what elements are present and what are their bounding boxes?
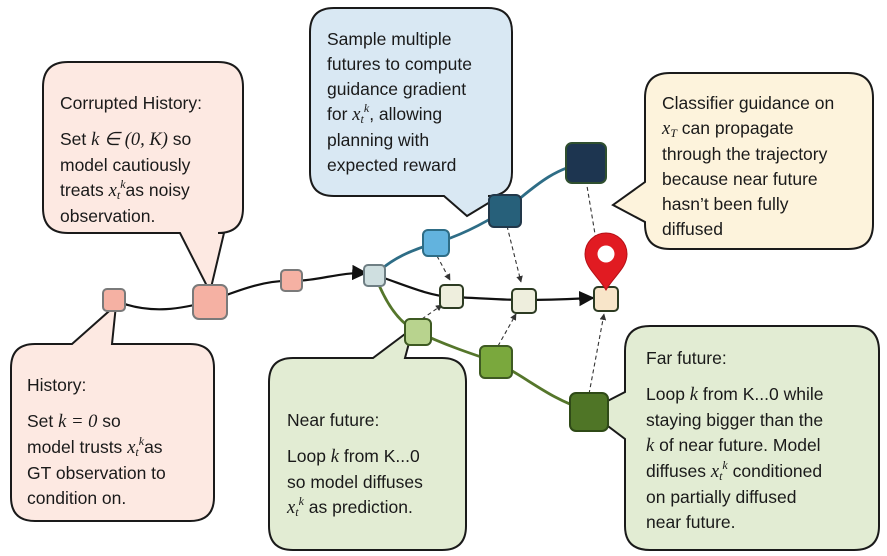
dashed-arrow-green1-to-near [421, 304, 443, 320]
far-future-text: Far future: Loop k from K...0 while stay… [646, 346, 823, 535]
near-future-title: Near future: [287, 410, 380, 430]
green-node-1 [404, 318, 432, 346]
classifier-line-3: through the trajectory [662, 144, 828, 164]
classifier-line-4: because near future [662, 169, 818, 189]
history-text: History: Set k = 0 so model trusts xtkas… [27, 373, 166, 511]
corrupted-history-node-2 [280, 269, 303, 292]
sample-futures-line-6: expected reward [327, 155, 457, 175]
blue-node-far [565, 142, 607, 184]
dashed-arrow-greenfar-to-goal [588, 313, 607, 395]
classifier-guidance-bubble [611, 72, 874, 250]
green-node-2 [479, 345, 513, 379]
corrupted-history-line-4: observation. [60, 206, 156, 226]
green-branch-line [373, 274, 587, 412]
corrupted-history-bubble [42, 61, 244, 295]
blue-node-2 [488, 194, 522, 228]
sample-futures-bubble [309, 7, 513, 218]
near-future-text: Near future: Loop k from K...0 so model … [287, 408, 423, 521]
blue-branch-line [374, 162, 584, 276]
current-node [363, 264, 386, 287]
far-future-line-5: on partially diffused [646, 487, 797, 507]
far-future-line-1: Loop k from K...0 while [646, 384, 824, 405]
far-future-line-6: near future. [646, 512, 736, 532]
classifier-line-6: diffused [662, 219, 723, 239]
history-line-3: GT observation to [27, 463, 166, 483]
history-line-4: condition on. [27, 488, 127, 508]
sample-futures-line-1: Sample multiple [327, 29, 452, 49]
mid-future-node [511, 288, 537, 314]
far-future-title: Far future: [646, 348, 727, 368]
corrupted-history-line-2: model cautiously [60, 155, 191, 175]
sample-futures-line-2: futures to compute [327, 54, 472, 74]
sample-futures-text: Sample multiple futures to compute guida… [327, 27, 472, 178]
blue-node-1 [422, 229, 450, 257]
history-title: History: [27, 375, 87, 395]
history-line-1: Set k = 0 so [27, 411, 121, 432]
corrupted-history-node [192, 284, 228, 320]
dashed-arrow-blue1-to-near [436, 255, 451, 281]
green-node-far [569, 392, 609, 432]
history-node [102, 288, 126, 312]
history-trajectory-line [113, 264, 368, 311]
far-future-bubble [586, 325, 880, 551]
far-future-line-3: k of near future. Model [646, 435, 821, 456]
sample-futures-line-3: guidance gradient [327, 79, 467, 99]
classifier-line-5: hasn’t been fully [662, 194, 789, 214]
map-pin-icon [584, 232, 628, 292]
corrupted-history-line-1: Set k ∈ (0, K) so [60, 129, 192, 150]
classifier-guidance-text: Classifier guidance on xT can propagate … [662, 91, 834, 242]
corrupted-history-title: Corrupted History: [60, 93, 202, 113]
far-future-line-2: staying bigger than the [646, 410, 824, 430]
far-future-line-4: diffuses xtk conditioned [646, 458, 823, 483]
classifier-line-2: xT can propagate [662, 118, 794, 140]
dashed-arrow-green2-to-mid [497, 313, 517, 347]
dashed-arrow-blue2-to-mid [506, 225, 523, 283]
near-future-node [439, 284, 464, 309]
sample-futures-line-4: for xtk, allowing [327, 101, 443, 126]
classifier-line-1: Classifier guidance on [662, 93, 835, 113]
near-future-bubble [268, 325, 467, 551]
corrupted-history-text: Corrupted History: Set k ∈ (0, K) so mod… [60, 91, 202, 229]
history-line-2: model trusts xtkas [27, 434, 163, 459]
near-future-line-1: Loop k from K...0 [287, 446, 420, 467]
history-bubble [10, 302, 215, 522]
corrupted-history-line-3: treats xtkas noisy [60, 177, 190, 202]
sample-futures-line-5: planning with [327, 130, 430, 150]
main-trajectory-line [374, 273, 595, 307]
near-future-line-3: xtk as prediction. [287, 494, 413, 519]
near-future-line-2: so model diffuses [287, 472, 423, 492]
